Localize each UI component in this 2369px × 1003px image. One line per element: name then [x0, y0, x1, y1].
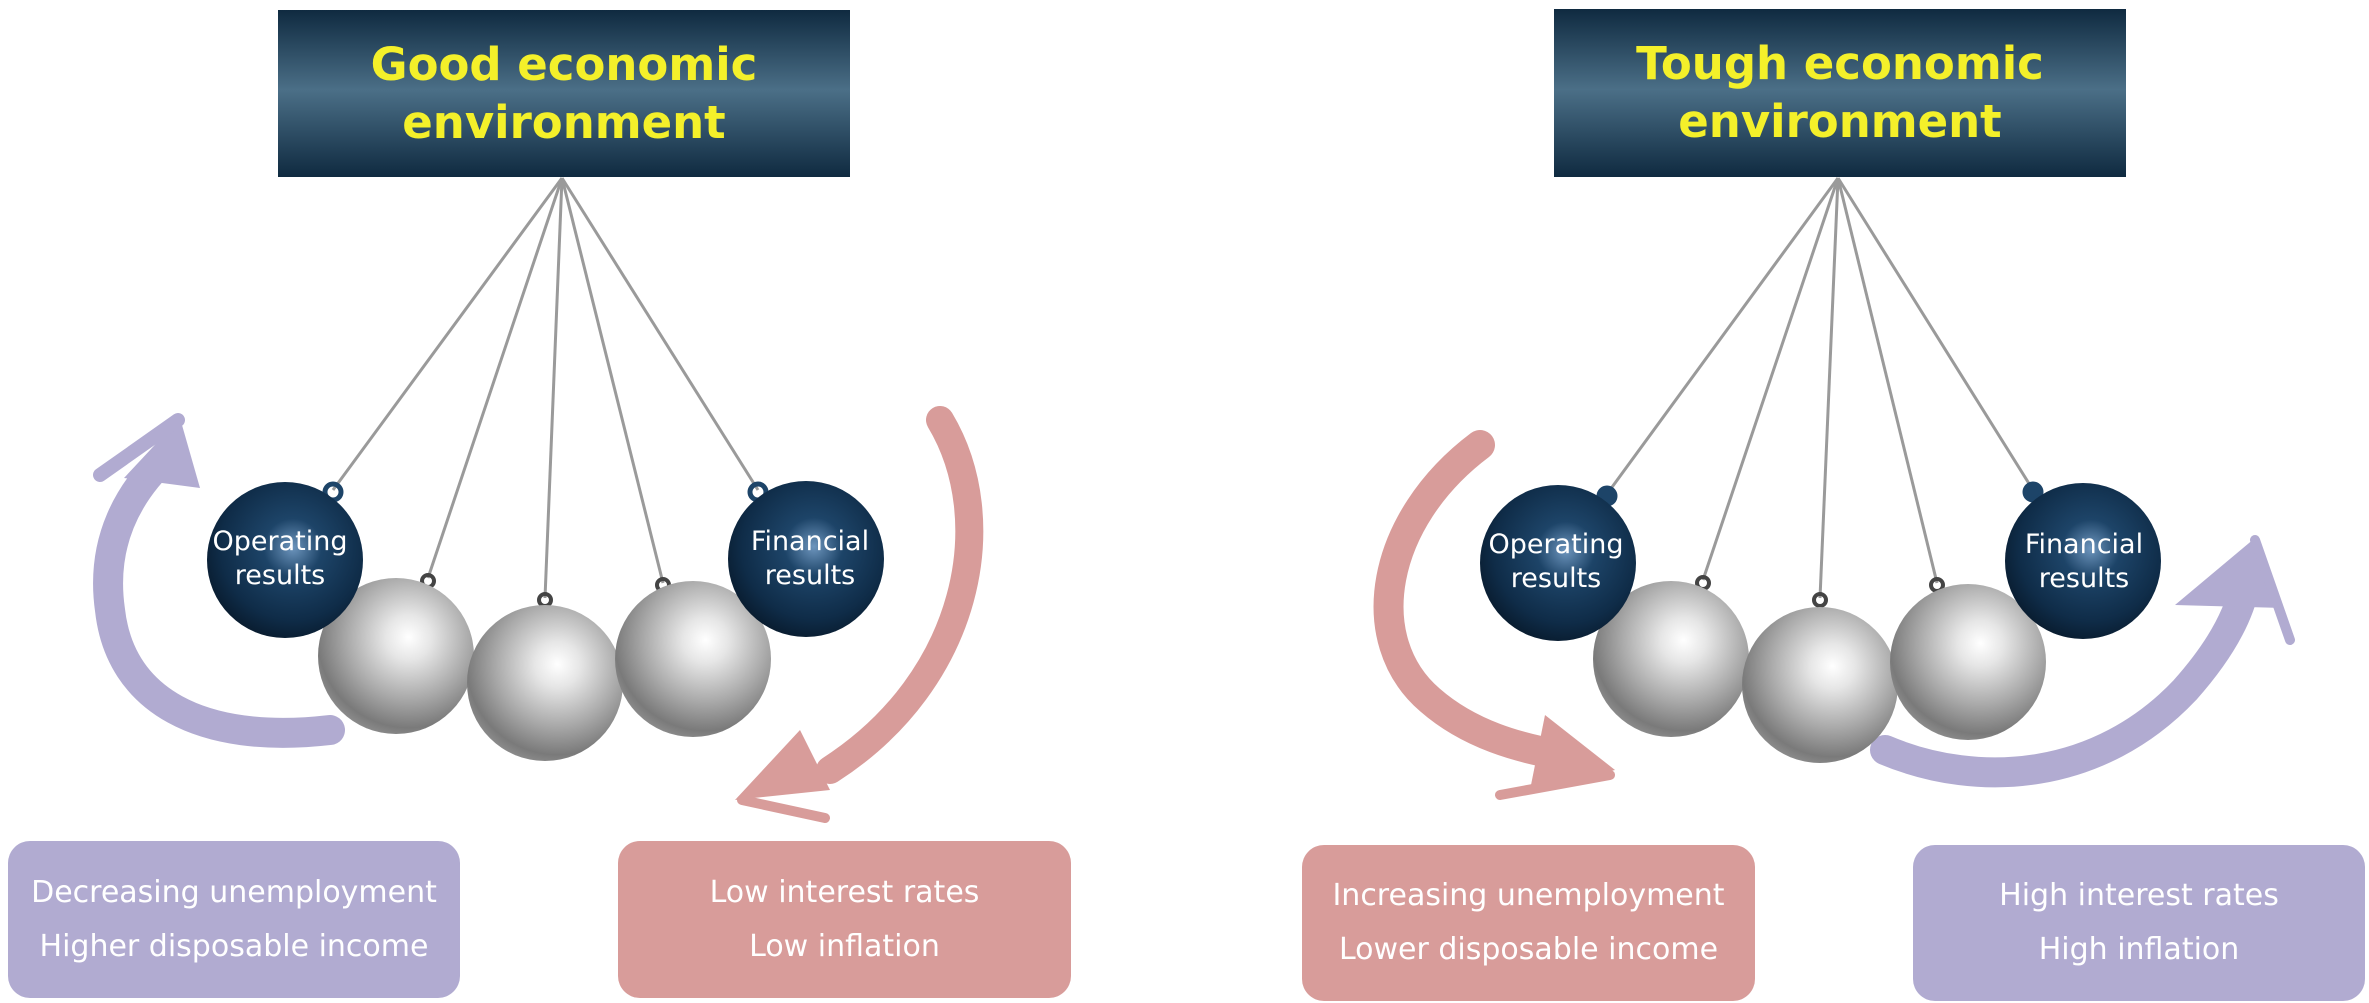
ball-label-line1: Financial — [2024, 529, 2144, 560]
arrow-down-left-red-icon — [735, 406, 984, 823]
ball-label-line2: results — [2038, 563, 2130, 594]
ball-good-operating-results — [207, 481, 363, 638]
ball-tough-financial-results — [2005, 481, 2161, 639]
ball-good-financial-results — [728, 481, 884, 637]
info-box-line1: Increasing unemployment — [1332, 878, 1725, 913]
ball-tough-silver-1 — [1593, 575, 1749, 737]
ball-tough-silver-3 — [1890, 577, 2046, 740]
info-box-line2: Low inflation — [749, 928, 940, 964]
info-box-line1: High interest rates — [1999, 878, 2279, 913]
ball-label-good-operating: Operating results — [195, 525, 365, 593]
info-box-tough-rates: High interest rates High inflation — [1913, 845, 2365, 1001]
header-good-line1: Good economic — [370, 37, 758, 91]
info-box-good-rates: Low interest rates Low inflation — [618, 841, 1071, 998]
arrow-down-right-red-icon — [1373, 430, 1615, 800]
pendulum-strings-good — [331, 177, 760, 599]
ball-label-good-financial: Financial results — [725, 525, 895, 593]
ball-label-line2: results — [234, 560, 326, 591]
arrow-up-right-purple-icon — [1870, 535, 2295, 788]
header-tough-line1: Tough economic — [1636, 37, 2044, 90]
pendulum-strings-tough — [1605, 177, 2035, 599]
info-box-line1: Low interest rates — [709, 874, 980, 910]
ball-tough-operating-results — [1480, 485, 1636, 641]
header-good: Good economic environment — [278, 10, 850, 177]
info-box-good-employment: Decreasing unemployment Higher disposabl… — [8, 841, 460, 998]
ball-label-line1: Financial — [750, 526, 870, 557]
info-box-line1: Decreasing unemployment — [31, 874, 437, 910]
info-box-tough-employment: Increasing unemployment Lower disposable… — [1302, 845, 1755, 1001]
ball-label-tough-financial: Financial results — [1999, 528, 2169, 596]
ball-good-silver-3 — [615, 577, 771, 737]
ball-tough-silver-2 — [1742, 592, 1898, 763]
header-tough: Tough economic environment — [1554, 9, 2126, 177]
arrow-up-left-purple-icon — [93, 413, 345, 748]
info-box-line2: Higher disposable income — [39, 928, 429, 964]
header-tough-line2: environment — [1678, 95, 2002, 148]
info-box-line2: High inflation — [2038, 932, 2240, 967]
ball-good-silver-1 — [318, 573, 474, 734]
ball-label-line1: Operating — [212, 526, 348, 557]
ball-label-line2: results — [764, 560, 856, 591]
ball-label-tough-operating: Operating results — [1471, 528, 1641, 596]
info-box-line2: Lower disposable income — [1338, 932, 1719, 967]
header-good-line2: environment — [402, 95, 726, 149]
ball-label-line1: Operating — [1488, 529, 1624, 560]
ball-label-line2: results — [1510, 563, 1602, 594]
ball-good-silver-2 — [467, 592, 623, 761]
